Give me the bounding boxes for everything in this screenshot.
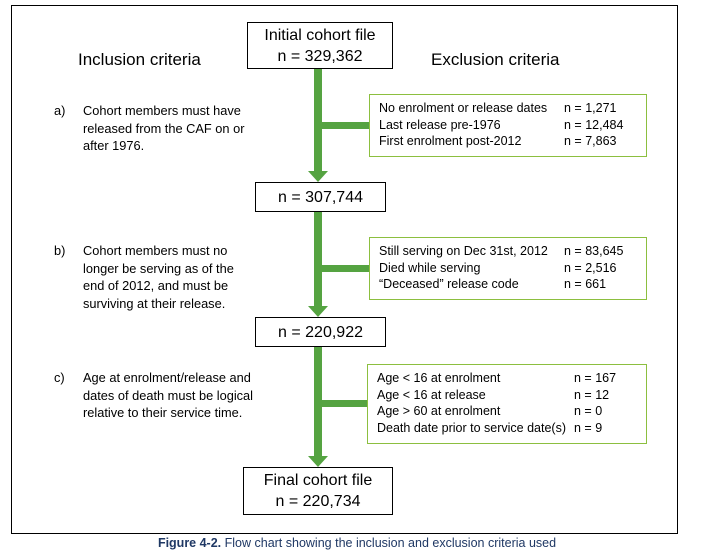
criterion-c-marker: c) [54, 370, 65, 385]
connector-arrow-2 [308, 306, 328, 317]
connector-arrow-3 [308, 456, 328, 467]
criterion-b-text: Cohort members must no longer be serving… [83, 243, 234, 311]
exclusion-reason: Age < 16 at enrolment [377, 371, 501, 385]
exclusion-box-c: Age < 16 at enrolment n = 167 Age < 16 a… [367, 364, 647, 444]
figure-caption-label: Figure 4-2. [157, 536, 222, 550]
exclusion-count: n = 83,645 [564, 244, 624, 258]
stage2-cohort-box: n = 220,922 [255, 317, 386, 347]
stage2-cohort-count: n = 220,922 [278, 323, 363, 341]
final-cohort-title: Final cohort file [263, 472, 373, 489]
criterion-a-text: Cohort members must have released from t… [83, 103, 245, 153]
exclusion-reason: Age > 60 at enrolment [377, 404, 501, 419]
exclusion-row: “Deceased” release code n = 661 [379, 276, 638, 293]
connector-trunk-2 [314, 212, 322, 308]
initial-cohort-count: n = 329,362 [277, 47, 363, 65]
exclusion-count: n = 167 [574, 371, 617, 385]
figure-caption-body: Flow chart showing the inclusion and exc… [221, 536, 557, 550]
exclusion-count: n = 12 [574, 387, 610, 402]
final-cohort-box: Final cohort file n = 220,734 [243, 467, 393, 515]
exclusion-row: Died while serving n = 2,516 [379, 260, 638, 277]
final-cohort-count: n = 220,734 [275, 493, 361, 510]
inclusion-criterion-b: b) Cohort members must no longer be serv… [54, 242, 258, 312]
connector-trunk-1 [314, 69, 322, 173]
exclusion-row: Last release pre-1976 n = 12,484 [379, 117, 638, 134]
connector-arrow-1 [308, 171, 328, 182]
exclusion-reason: First enrolment post-2012 [379, 134, 522, 149]
exclusion-reason: No enrolment or release dates [379, 101, 548, 115]
criterion-c-text: Age at enrolment/release and dates of de… [83, 370, 254, 420]
exclusion-reason: Last release pre-1976 [379, 117, 501, 132]
exclusion-count: n = 12,484 [564, 117, 624, 132]
exclusion-row: Age < 16 at release n = 12 [377, 387, 638, 404]
exclusion-box-a: No enrolment or release dates n = 1,271 … [369, 94, 647, 157]
connector-branch-c [314, 400, 369, 407]
criterion-b-marker: b) [54, 243, 66, 258]
exclusion-criteria-heading: Exclusion criteria [431, 50, 560, 69]
exclusion-reason: Death date prior to service date(s) [377, 420, 566, 435]
connector-branch-a [314, 122, 371, 129]
exclusion-row: First enrolment post-2012 n = 7,863 [379, 133, 638, 150]
connector-branch-b [314, 265, 371, 272]
inclusion-criteria-heading: Inclusion criteria [78, 50, 201, 69]
exclusion-reason: Still serving on Dec 31st, 2012 [379, 244, 548, 258]
figure-frame: Inclusion criteria Exclusion criteria In… [11, 5, 678, 534]
exclusion-count: n = 9 [574, 420, 603, 435]
exclusion-reason: “Deceased” release code [379, 277, 519, 292]
inclusion-criterion-c: c) Age at enrolment/release and dates of… [54, 369, 258, 422]
exclusion-count: n = 1,271 [564, 101, 617, 115]
stage1-cohort-box: n = 307,744 [255, 182, 386, 212]
exclusion-row: Age > 60 at enrolment n = 0 [377, 403, 638, 420]
exclusion-count: n = 7,863 [564, 134, 617, 149]
exclusion-row: Age < 16 at enrolment n = 167 [377, 370, 638, 387]
exclusion-reason: Age < 16 at release [377, 387, 486, 402]
exclusion-reason: Died while serving [379, 260, 481, 275]
stage1-cohort-count: n = 307,744 [278, 188, 363, 206]
exclusion-row: Still serving on Dec 31st, 2012 n = 83,6… [379, 243, 638, 260]
exclusion-count: n = 2,516 [564, 260, 617, 275]
initial-cohort-title: Initial cohort file [264, 26, 376, 44]
inclusion-criterion-a: a) Cohort members must have released fro… [54, 102, 258, 155]
exclusion-row: Death date prior to service date(s) n = … [377, 420, 638, 437]
figure-caption: Figure 4-2. Flow chart showing the inclu… [0, 536, 714, 550]
exclusion-count: n = 0 [574, 404, 603, 419]
exclusion-box-b: Still serving on Dec 31st, 2012 n = 83,6… [369, 237, 647, 300]
initial-cohort-box: Initial cohort file n = 329,362 [247, 22, 393, 69]
exclusion-row: No enrolment or release dates n = 1,271 [379, 100, 638, 117]
exclusion-count: n = 661 [564, 277, 607, 292]
criterion-a-marker: a) [54, 103, 66, 118]
